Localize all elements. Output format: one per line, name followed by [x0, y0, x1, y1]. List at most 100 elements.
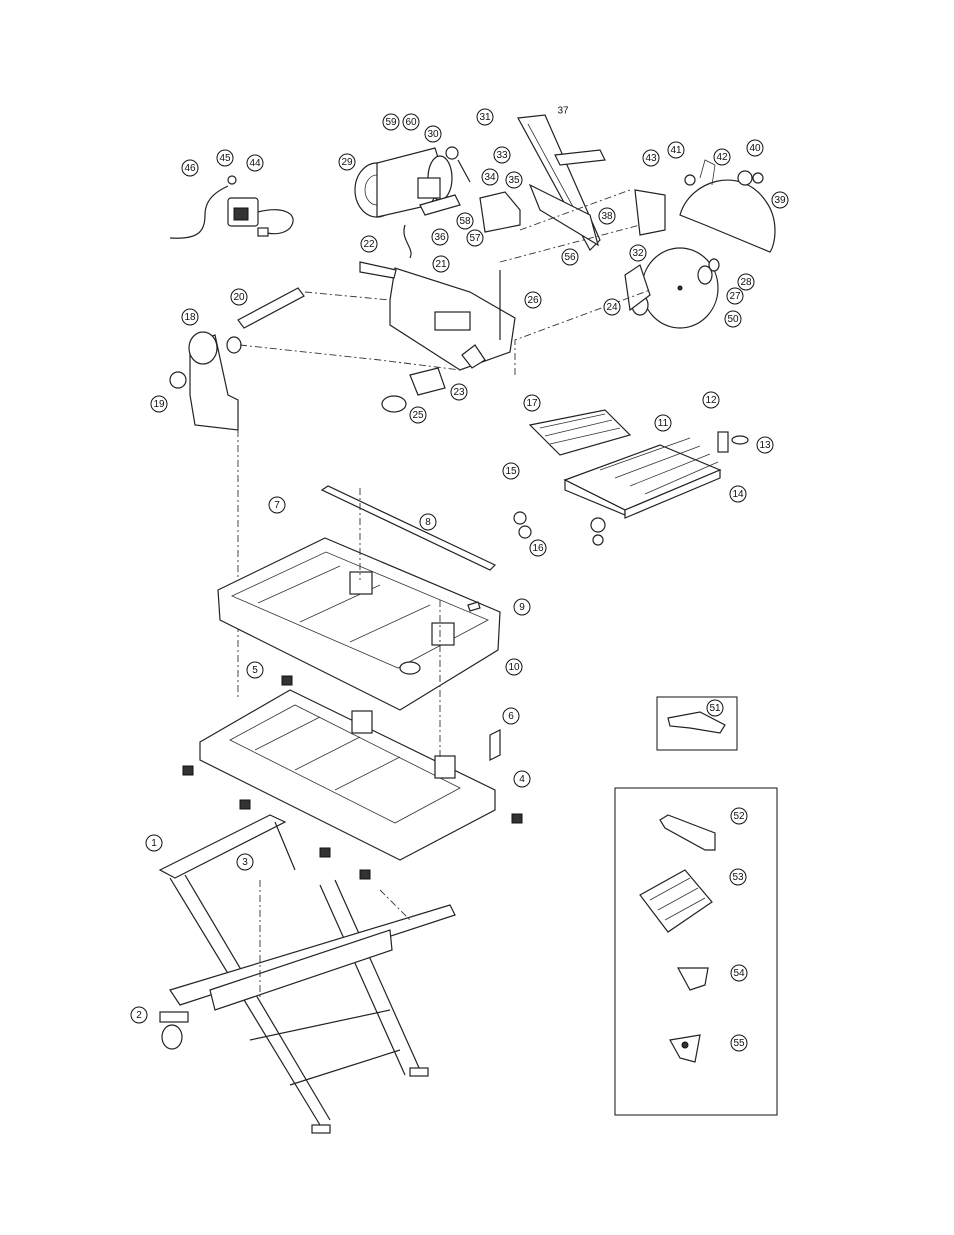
callout-circle: [409, 406, 427, 424]
callout-label: 5: [252, 665, 258, 676]
pivot-bracket-assembly: [169, 287, 305, 700]
callout-label: 56: [564, 252, 576, 263]
callout-layer: 1234567891011121314151617181920212223242…: [130, 106, 789, 1052]
callout-circle: [360, 235, 378, 253]
callout-circle: [598, 207, 616, 225]
callout-51: 51: [706, 699, 724, 717]
callout-7: 7: [268, 496, 286, 514]
callout-circle: [502, 707, 520, 725]
accessory-box-52-55: [614, 787, 778, 1116]
callout-20: 20: [230, 288, 248, 306]
callout-55: 55: [730, 1034, 748, 1052]
callout-circle: [730, 1034, 748, 1052]
callout-30: 30: [424, 125, 442, 143]
water-tray-assembly: [217, 485, 501, 711]
callout-circle: [181, 308, 199, 326]
callout-40: 40: [746, 139, 764, 157]
callout-45: 45: [216, 149, 234, 167]
callout-label: 41: [670, 145, 682, 156]
callout-label: 14: [732, 489, 744, 500]
callout-17: 17: [523, 394, 541, 412]
callout-circle: [629, 244, 647, 262]
callout-4: 4: [513, 770, 531, 788]
callout-27: 27: [726, 287, 744, 305]
callout-1: 1: [145, 834, 163, 852]
callout-31: 31: [476, 108, 494, 126]
callout-label: 1: [151, 838, 157, 849]
callout-38: 38: [598, 207, 616, 225]
callout-circle: [713, 148, 731, 166]
callout-label: 54: [733, 968, 745, 979]
callout-13: 13: [756, 436, 774, 454]
callout-50: 50: [724, 310, 742, 328]
callout-label: 45: [219, 153, 231, 164]
callout-label: 39: [774, 195, 786, 206]
callout-circle: [432, 255, 450, 273]
callout-37: 37: [557, 106, 569, 117]
callout-label: 40: [749, 143, 761, 154]
callout-32: 32: [629, 244, 647, 262]
callout-circle: [730, 964, 748, 982]
cutting-table-assembly: [513, 409, 749, 546]
callout-12: 12: [702, 391, 720, 409]
callout-19: 19: [150, 395, 168, 413]
cutting-head-carriage: [359, 261, 516, 413]
motor-assembly: [354, 146, 471, 259]
callout-label: 35: [508, 175, 520, 186]
callout-label: 17: [526, 398, 538, 409]
callout-44: 44: [246, 154, 264, 172]
callout-label: 53: [732, 872, 744, 883]
callout-label: 37: [557, 106, 569, 117]
stand-frame-assembly: [182, 675, 523, 880]
callout-label: 57: [469, 233, 481, 244]
callout-circle: [746, 139, 764, 157]
callout-label: 30: [427, 129, 439, 140]
callout-label: 44: [249, 158, 261, 169]
callout-circle: [667, 141, 685, 159]
callout-circle: [145, 834, 163, 852]
callout-circle: [642, 149, 660, 167]
callout-circle: [236, 853, 254, 871]
callout-label: 15: [505, 466, 517, 477]
callout-label: 26: [527, 295, 539, 306]
callout-circle: [402, 113, 420, 131]
callout-circle: [706, 699, 724, 717]
callout-circle: [513, 598, 531, 616]
callout-circle: [729, 868, 747, 886]
callout-circle: [246, 154, 264, 172]
callout-8: 8: [419, 513, 437, 531]
callout-circle: [771, 191, 789, 209]
callout-label: 31: [479, 112, 491, 123]
callout-circle: [702, 391, 720, 409]
callout-label: 27: [729, 291, 741, 302]
callout-29: 29: [338, 153, 356, 171]
callout-21: 21: [432, 255, 450, 273]
accessory-box-51: [656, 696, 738, 751]
callout-label: 20: [233, 292, 245, 303]
callout-circle: [424, 125, 442, 143]
water-pump-assembly: [169, 175, 294, 239]
blade-assembly: [624, 247, 720, 329]
callout-circle: [603, 298, 621, 316]
callout-label: 13: [759, 440, 771, 451]
callout-circle: [150, 395, 168, 413]
callout-circle: [130, 1006, 148, 1024]
folding-stand-assembly: [158, 814, 456, 1134]
callout-5: 5: [246, 661, 264, 679]
callout-circle: [476, 108, 494, 126]
callout-circle: [654, 414, 672, 432]
callout-circle: [493, 146, 511, 164]
callout-circle: [529, 539, 547, 557]
callout-circle: [181, 159, 199, 177]
callout-circle: [466, 229, 484, 247]
callout-2: 2: [130, 1006, 148, 1024]
callout-circle: [268, 496, 286, 514]
callout-34: 34: [481, 168, 499, 186]
callout-42: 42: [713, 148, 731, 166]
callout-57: 57: [466, 229, 484, 247]
callout-circle: [419, 513, 437, 531]
callout-label: 12: [705, 395, 717, 406]
callout-label: 32: [632, 248, 644, 259]
